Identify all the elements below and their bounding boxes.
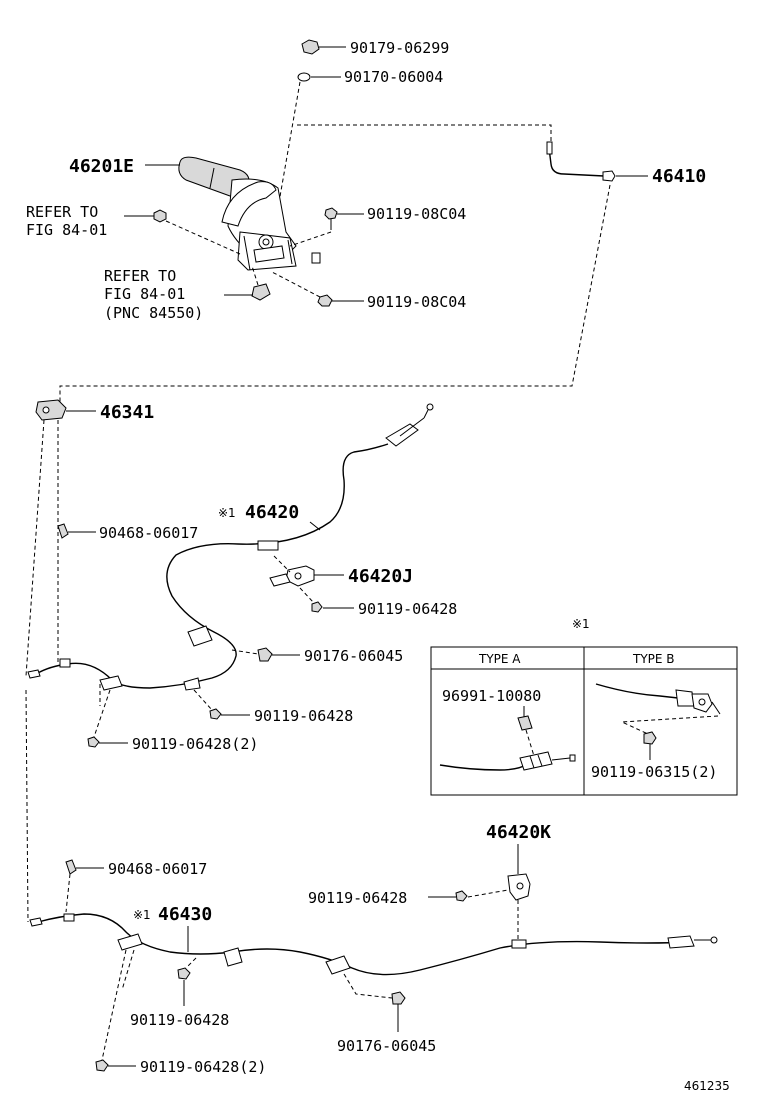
figure-id: 461235	[684, 1079, 730, 1093]
bolt-90119-06428-a-icon	[311, 601, 323, 613]
label-90119-06428-2-a: 90119-06428(2)	[132, 735, 258, 753]
type-a-clip-icon	[517, 715, 533, 731]
type-variant-box	[430, 646, 738, 796]
bolt-90119-06428-b-icon	[209, 708, 222, 720]
mark-type-box: ※1	[572, 617, 590, 631]
switch-84550-icon	[251, 283, 271, 301]
equalizer-46341-icon	[35, 399, 67, 421]
refer-to2-line3: (PNC 84550)	[104, 304, 203, 322]
refer-to2-line1: REFER TO	[104, 267, 176, 285]
label-90170-06004: 90170-06004	[344, 68, 443, 86]
label-90119-06428-2-b: 90119-06428(2)	[140, 1058, 266, 1076]
label-90119-06428-a: 90119-06428	[358, 600, 457, 618]
label-90119-08C04-upper: 90119-08C04	[367, 205, 466, 223]
type-a-header: TYPE A	[478, 652, 521, 666]
bolt-90119-06428-2b-icon	[95, 1059, 109, 1072]
refer-to2-line2: FIG 84-01	[104, 285, 185, 303]
mark-46430: ※1	[133, 908, 151, 922]
bolt-90119-06428-2a-icon	[87, 736, 100, 748]
label-46420: 46420	[245, 502, 299, 523]
type-b-header: TYPE B	[632, 652, 675, 666]
type-b-cable-icon	[595, 683, 721, 715]
nut-90176-b-icon	[391, 991, 406, 1005]
label-46420J: 46420J	[348, 566, 413, 587]
label-46201E: 46201E	[69, 156, 134, 177]
bracket-46420j-icon	[269, 565, 315, 587]
mark-46420: ※1	[218, 506, 236, 520]
bolt-90119-06315-icon	[643, 731, 657, 745]
label-90176-06045-b: 90176-06045	[337, 1037, 436, 1055]
label-46341: 46341	[100, 402, 154, 423]
nut-90176-a-icon	[257, 647, 273, 662]
nut-90179-icon	[301, 39, 320, 55]
rear-cable-46430-icon	[29, 913, 718, 976]
label-90119-06428-b: 90119-06428	[254, 707, 353, 725]
bracket-46420k-icon	[507, 873, 531, 901]
label-46410: 46410	[652, 166, 706, 187]
label-90468-06017-b: 90468-06017	[108, 860, 207, 878]
label-90176-06045-a: 90176-06045	[304, 647, 403, 665]
label-90119-06428-c: 90119-06428	[308, 889, 407, 907]
bolt-refer-icon	[153, 209, 167, 223]
parking-brake-lever-icon	[178, 156, 321, 271]
refer-to-line2: FIG 84-01	[26, 221, 107, 239]
rear-cable-46420-icon	[27, 403, 434, 691]
front-cable-46410-icon	[546, 141, 616, 182]
refer-to-line1: REFER TO	[26, 203, 98, 221]
label-46420K: 46420K	[486, 822, 551, 843]
type-a-cable-icon	[439, 751, 576, 771]
label-90119-06315-2: 90119-06315(2)	[591, 763, 717, 781]
bolt-90119-08c04-lower-icon	[317, 294, 333, 307]
label-90119-06428-d: 90119-06428	[130, 1011, 229, 1029]
clip-90468-a-icon	[57, 523, 69, 539]
label-90179-06299: 90179-06299	[350, 39, 449, 57]
label-90119-08C04-lower: 90119-08C04	[367, 293, 466, 311]
label-46430: 46430	[158, 904, 212, 925]
bolt-90119-08c04-upper-icon	[324, 207, 338, 230]
label-90468-06017-a: 90468-06017	[99, 524, 198, 542]
clip-90468-b-icon	[65, 859, 77, 875]
bolt-90119-06428-c-icon	[455, 890, 468, 902]
label-96991-10080: 96991-10080	[442, 687, 541, 705]
washer-90170-icon	[297, 72, 311, 82]
bolt-90119-06428-d-icon	[177, 967, 191, 980]
